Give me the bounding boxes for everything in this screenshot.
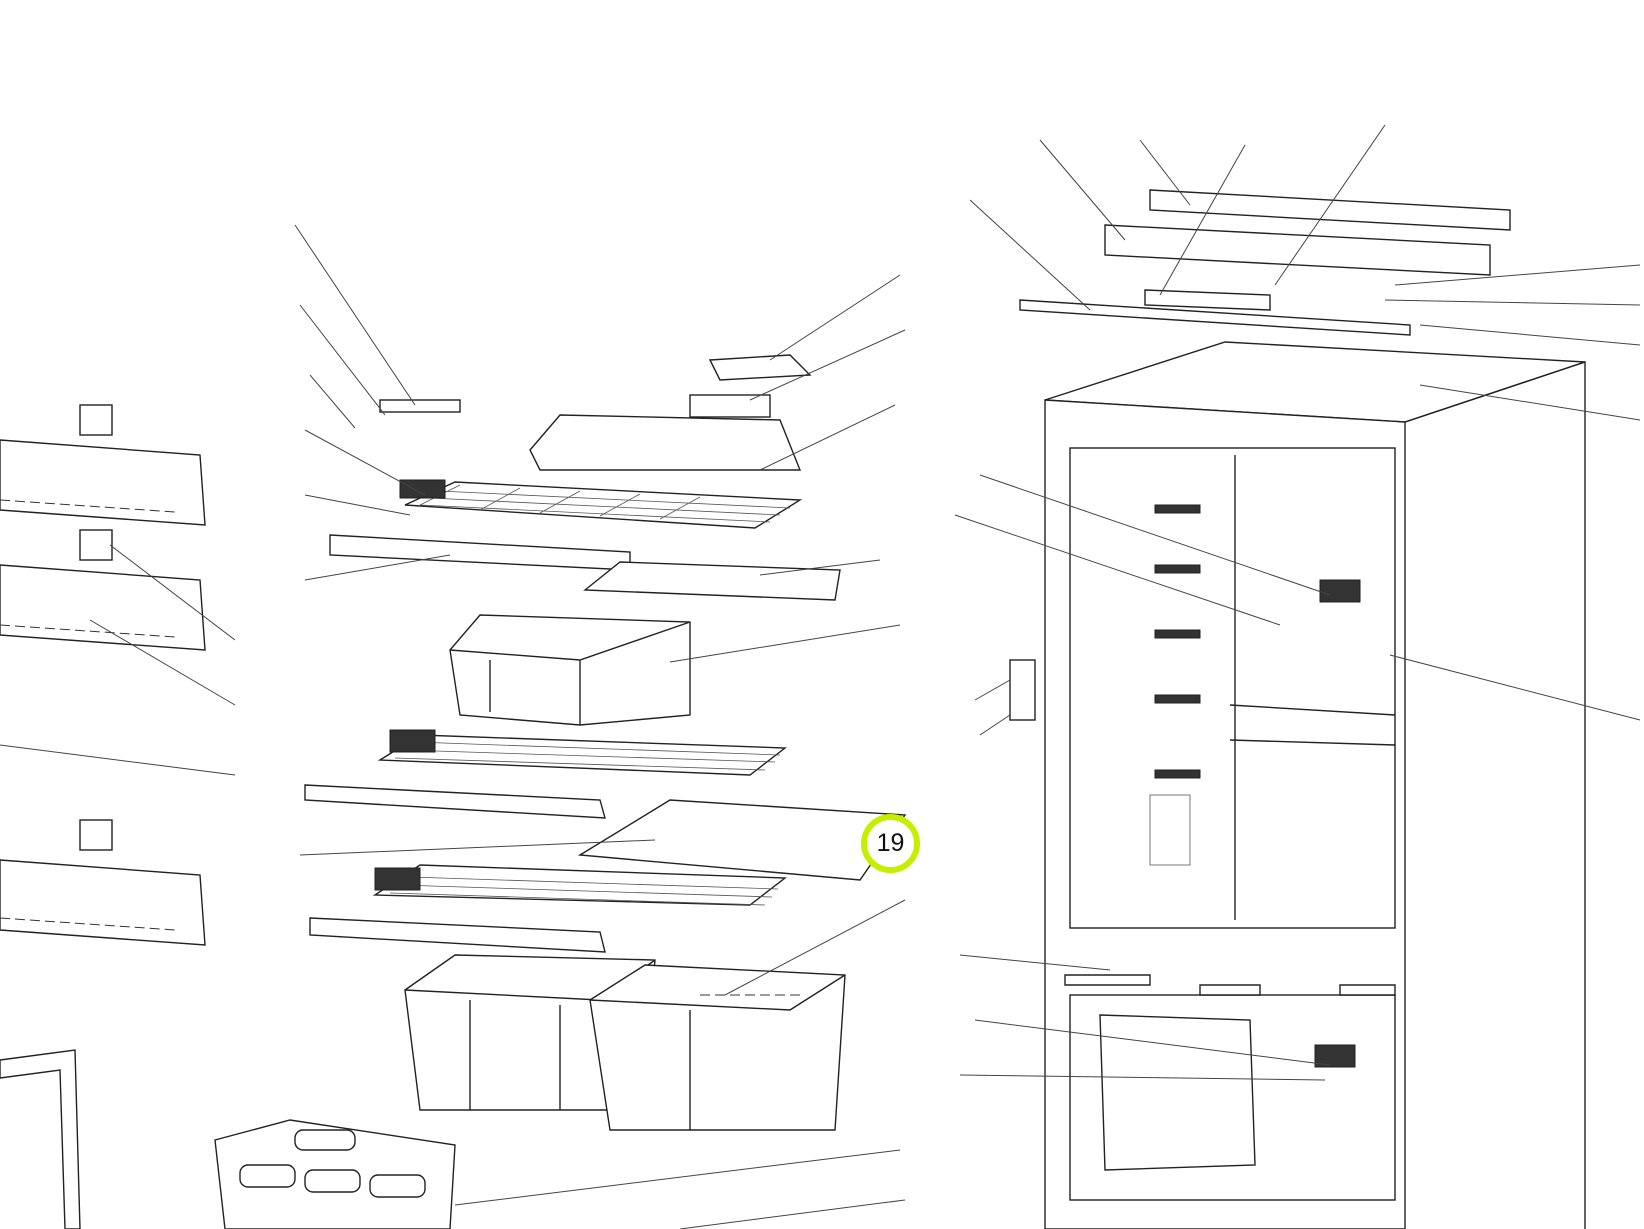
callout-label: 19 bbox=[876, 829, 905, 857]
shelves bbox=[304, 354, 907, 953]
cabinet bbox=[954, 124, 1641, 1229]
leader-lines bbox=[294, 224, 906, 1229]
callout-19[interactable]: 19 bbox=[861, 814, 920, 873]
crisper-drawers bbox=[214, 954, 846, 1229]
door-bins bbox=[0, 404, 236, 1229]
